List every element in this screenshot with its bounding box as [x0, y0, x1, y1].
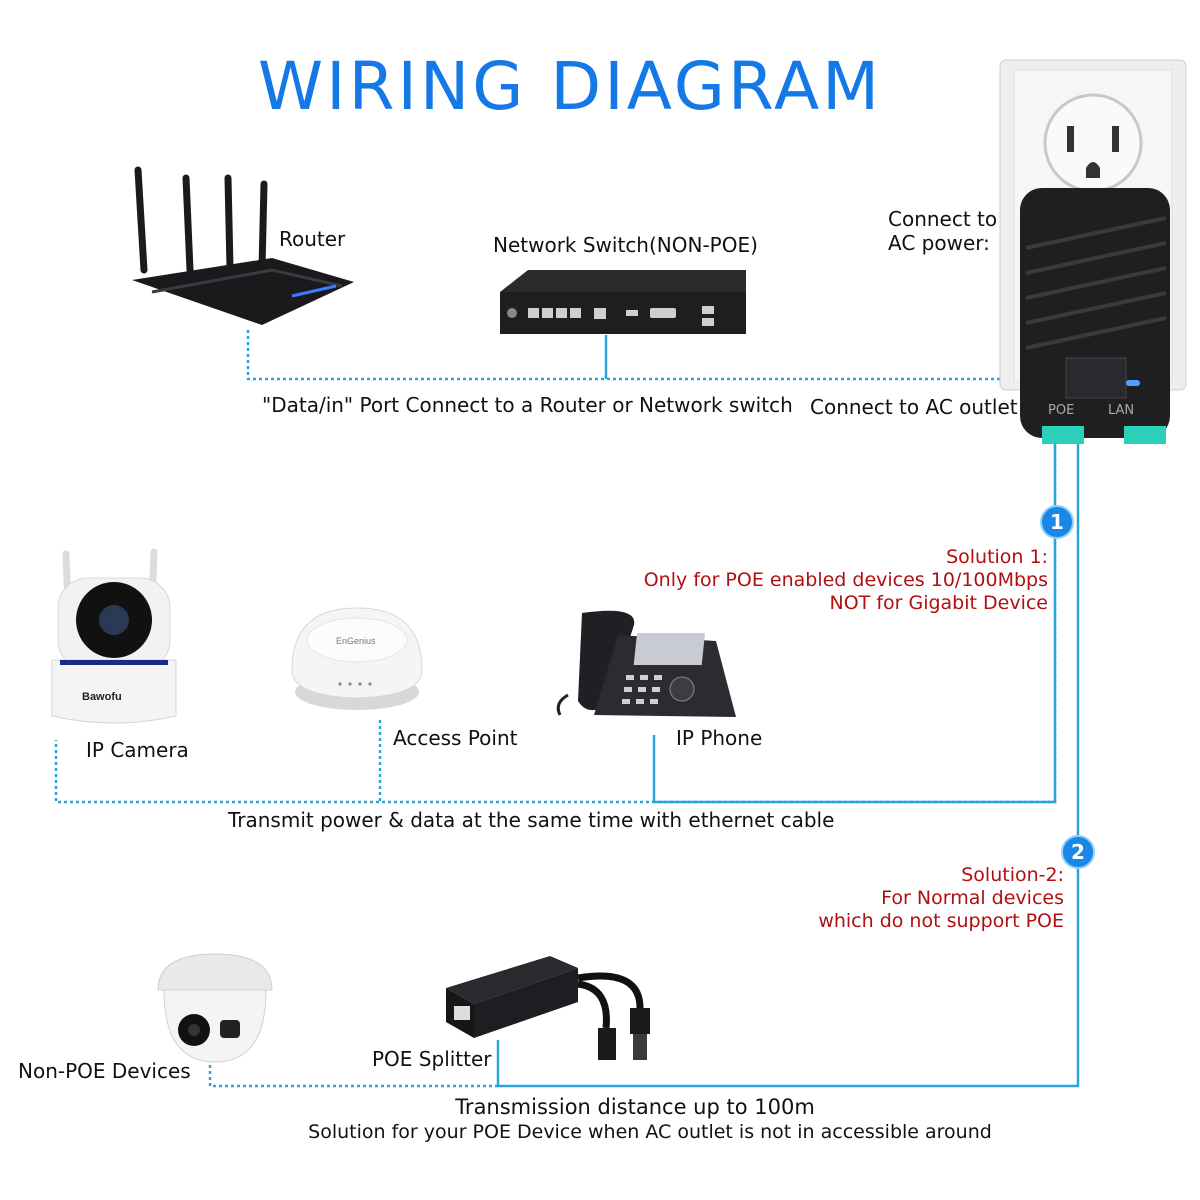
solution-1-text: Solution 1: Only for POE enabled devices… [528, 546, 1048, 615]
switch-label: Network Switch(NON-POE) [493, 233, 758, 257]
network-switch-image [500, 270, 746, 334]
ip-camera-label: IP Camera [86, 738, 189, 762]
data-in-note: "Data/in" Port Connect to a Router or Ne… [262, 393, 793, 417]
solution-2-badge: 2 [1061, 835, 1095, 869]
poe-splitter-label: POE Splitter [372, 1047, 492, 1071]
solution-2-text: Solution-2: For Normal devices which do … [644, 864, 1064, 933]
splitter-wire [496, 440, 1080, 1088]
ip-camera-image: Bawofu [51, 548, 177, 724]
injector-lan-label: LAN [1108, 403, 1134, 418]
non-poe-label: Non-POE Devices [18, 1059, 191, 1083]
solution-1-title: Solution 1: [946, 546, 1048, 568]
ip-phone-image [556, 610, 736, 717]
dome-camera-image [157, 953, 273, 1063]
ac-power-label: Connect to AC power: [888, 207, 997, 255]
poe-splitter-image [446, 956, 650, 1060]
solution-2-desc: For Normal devices [881, 887, 1064, 909]
ac-power-line2: AC power: [888, 231, 990, 255]
router-image [132, 166, 354, 325]
poe-wire-solid [652, 440, 1057, 804]
accessibility-note: Solution for your POE Device when AC out… [308, 1121, 992, 1143]
solution-2-title: Solution-2: [961, 864, 1064, 886]
page-title: WIRING DIAGRAM [257, 48, 883, 125]
solution-1-desc: Only for POE enabled devices 10/100Mbps [643, 569, 1048, 591]
camera-brand: Bawofu [82, 691, 122, 703]
transmit-note: Transmit power & data at the same time w… [228, 808, 835, 832]
router-label: Router [279, 227, 346, 251]
non-poe-wire [208, 1060, 498, 1088]
solution-2-note: which do not support POE [818, 910, 1064, 932]
solution-1-badge: 1 [1040, 505, 1074, 539]
ac-injector-image: POE LAN [999, 59, 1187, 444]
ip-phone-label: IP Phone [676, 726, 763, 750]
distance-note: Transmission distance up to 100m [455, 1095, 815, 1119]
access-point-image: EnGenius [291, 607, 423, 710]
injector-poe-label: POE [1048, 403, 1074, 418]
ac-outlet-note: Connect to AC outlet [810, 395, 1018, 419]
ac-power-line1: Connect to [888, 207, 998, 231]
access-point-label: Access Point [393, 726, 518, 750]
solution-1-note: NOT for Gigabit Device [829, 592, 1049, 614]
ap-brand: EnGenius [336, 636, 376, 646]
